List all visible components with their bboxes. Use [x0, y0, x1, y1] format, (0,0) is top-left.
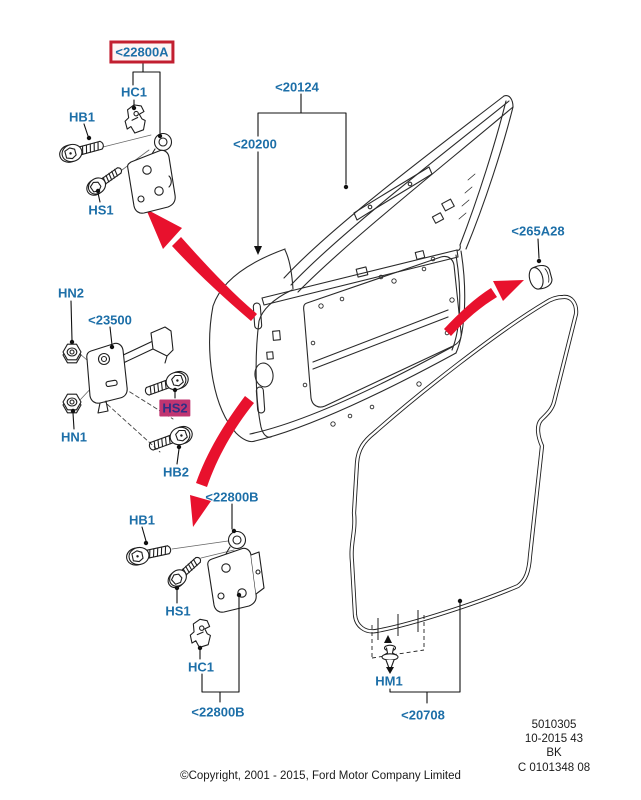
weatherstrip-seal-art — [349, 294, 579, 659]
part-label-22800b-top[interactable]: <22800B — [205, 489, 259, 505]
part-label-hs1-upper[interactable]: HS1 — [88, 202, 114, 218]
figure-code: BK — [546, 747, 562, 760]
red-arrow-plug — [444, 280, 524, 336]
part-label-hb2[interactable]: HB2 — [162, 464, 190, 480]
part-label-23500[interactable]: <23500 — [88, 312, 132, 328]
plug-art — [528, 264, 553, 290]
part-label-hc1-lower[interactable]: HC1 — [187, 659, 215, 675]
red-arrow-lower-hinge — [190, 396, 254, 527]
part-label-22800b-bottom[interactable]: <22800B — [191, 704, 245, 720]
red-arrow-upper-hinge — [146, 209, 257, 321]
copyright-notice: ©Copyright, 2001 - 2015, Ford Motor Comp… — [180, 770, 461, 782]
lower-hinge-art — [124, 530, 265, 649]
part-label-hc1-upper[interactable]: HC1 — [120, 84, 148, 100]
part-label-hn1[interactable]: HN1 — [60, 429, 88, 445]
leader-dots — [69, 105, 542, 651]
part-label-hs2-highlighted[interactable]: HS2 — [159, 399, 191, 417]
part-label-20708[interactable]: <20708 — [401, 707, 445, 723]
part-label-hn2[interactable]: HN2 — [57, 285, 85, 301]
part-label-hm1[interactable]: HM1 — [375, 673, 403, 689]
part-label-265a28[interactable]: <265A28 — [511, 223, 565, 239]
figure-info-block: 5010305 10-2015 43 BK C 0101348 08 — [488, 718, 620, 775]
door-check-art — [62, 326, 196, 456]
part-label-hb1-upper[interactable]: HB1 — [68, 109, 96, 125]
part-label-22800a-upper[interactable]: <22800A — [109, 40, 175, 64]
push-pin-art — [381, 635, 399, 674]
figure-number: 5010305 — [531, 719, 577, 731]
part-label-20200[interactable]: <20200 — [231, 136, 279, 152]
part-label-20124[interactable]: <20124 — [275, 79, 319, 95]
part-label-hs1-lower[interactable]: HS1 — [165, 603, 191, 619]
figure-revision: 10-2015 43 — [524, 733, 584, 746]
leader-lines — [70, 61, 540, 704]
part-label-hb1-lower[interactable]: HB1 — [128, 512, 156, 528]
door-panel-art — [209, 95, 514, 443]
figure-drawing-number: C 0101348 08 — [517, 761, 591, 774]
